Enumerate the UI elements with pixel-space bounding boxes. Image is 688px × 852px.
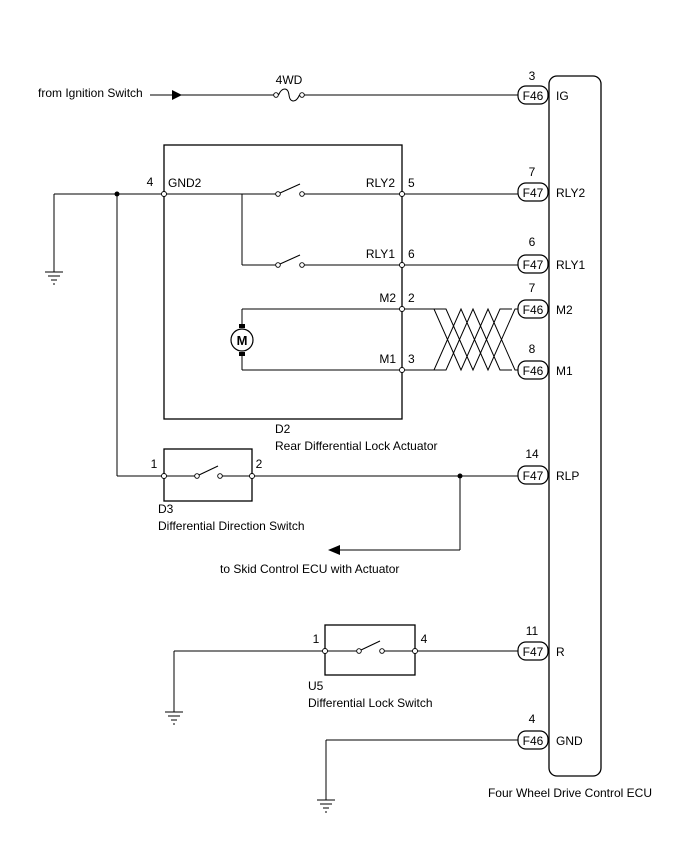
svg-text:F47: F47 [523, 186, 544, 200]
svg-text:GND: GND [556, 734, 583, 748]
direction-switch-box [163, 448, 253, 502]
svg-text:8: 8 [529, 342, 536, 356]
svg-text:RLY1: RLY1 [556, 258, 585, 272]
twisted-pair-wires [404, 307, 518, 372]
svg-text:F47: F47 [523, 645, 544, 659]
ecu-pin-m1: 8 F46 M1 [517, 342, 573, 380]
ground-icon [165, 711, 183, 725]
svg-text:RLP: RLP [556, 469, 579, 483]
svg-text:F46: F46 [523, 303, 544, 317]
ecu-pin-m2: 7 F46 M2 [517, 281, 573, 319]
arrow-left-icon [328, 545, 340, 555]
lock-switch-code: U5 [308, 679, 324, 693]
actuator-label-m1: M1 [379, 352, 396, 366]
actuator-label-rly2: RLY2 [366, 176, 395, 190]
ecu-pin-rly2: 7 F47 RLY2 [517, 165, 585, 202]
motor-icon: M [230, 324, 254, 356]
ecu-pin-rly1: 6 F47 RLY1 [517, 235, 585, 274]
svg-text:IG: IG [556, 89, 569, 103]
svg-text:7: 7 [529, 165, 536, 179]
svg-text:F46: F46 [523, 364, 544, 378]
fuse-label: 4WD [276, 73, 303, 87]
lock-switch-pin-right: 4 [421, 632, 428, 646]
lock-switch-pin-left: 1 [313, 632, 320, 646]
svg-text:7: 7 [529, 281, 536, 295]
actuator-label-m2: M2 [379, 291, 396, 305]
actuator-label-rly1: RLY1 [366, 247, 395, 261]
ecu-pin-gnd: 4 F46 GND [517, 712, 583, 750]
actuator-label-gnd2: GND2 [168, 176, 202, 190]
actuator-pin-gnd2: 4 [147, 175, 154, 189]
ecu-pin-rlp: 14 F47 RLP [517, 447, 579, 485]
actuator-pin-rly2: 5 [408, 176, 415, 190]
ecu-pin-r: 11 F47 R [517, 624, 565, 661]
ground-icon [45, 271, 63, 285]
actuator-name: Rear Differential Lock Actuator [275, 439, 438, 453]
svg-text:RLY2: RLY2 [556, 186, 585, 200]
svg-text:F46: F46 [523, 734, 544, 748]
svg-text:F47: F47 [523, 469, 544, 483]
ecu-body [548, 75, 602, 777]
relay-switch-rly2 [275, 183, 305, 197]
direction-switch-pin-left: 1 [151, 457, 158, 471]
arrow-right-icon [172, 90, 182, 100]
switch-icon [166, 465, 250, 479]
switch-icon [327, 640, 413, 654]
ecu-name: Four Wheel Drive Control ECU [488, 786, 652, 800]
svg-text:R: R [556, 645, 565, 659]
svg-text:3: 3 [529, 69, 536, 83]
lock-switch-box [324, 624, 416, 676]
actuator-pin-m2: 2 [408, 291, 415, 305]
lock-switch-name: Differential Lock Switch [308, 696, 433, 710]
svg-text:6: 6 [529, 235, 536, 249]
fuse-4wd [273, 88, 305, 102]
svg-text:M: M [237, 333, 248, 348]
direction-switch-name: Differential Direction Switch [158, 519, 305, 533]
svg-text:F46: F46 [523, 89, 544, 103]
svg-text:M1: M1 [556, 364, 573, 378]
actuator-pin-m1: 3 [408, 352, 415, 366]
skid-control-label: to Skid Control ECU with Actuator [220, 562, 399, 576]
svg-text:F47: F47 [523, 258, 544, 272]
svg-text:14: 14 [525, 447, 539, 461]
svg-text:M2: M2 [556, 303, 573, 317]
actuator-pin-rly1: 6 [408, 247, 415, 261]
actuator-code: D2 [275, 422, 291, 436]
direction-switch-code: D3 [158, 502, 174, 516]
ground-icon [317, 799, 335, 813]
ignition-source-label: from Ignition Switch [38, 86, 143, 100]
ecu-pin-ig: 3 F46 IG [517, 69, 569, 105]
svg-text:4: 4 [529, 712, 536, 726]
relay-switch-rly1 [275, 254, 305, 268]
actuator-box [163, 144, 403, 420]
direction-switch-pin-right: 2 [256, 457, 263, 471]
svg-text:11: 11 [526, 624, 539, 638]
